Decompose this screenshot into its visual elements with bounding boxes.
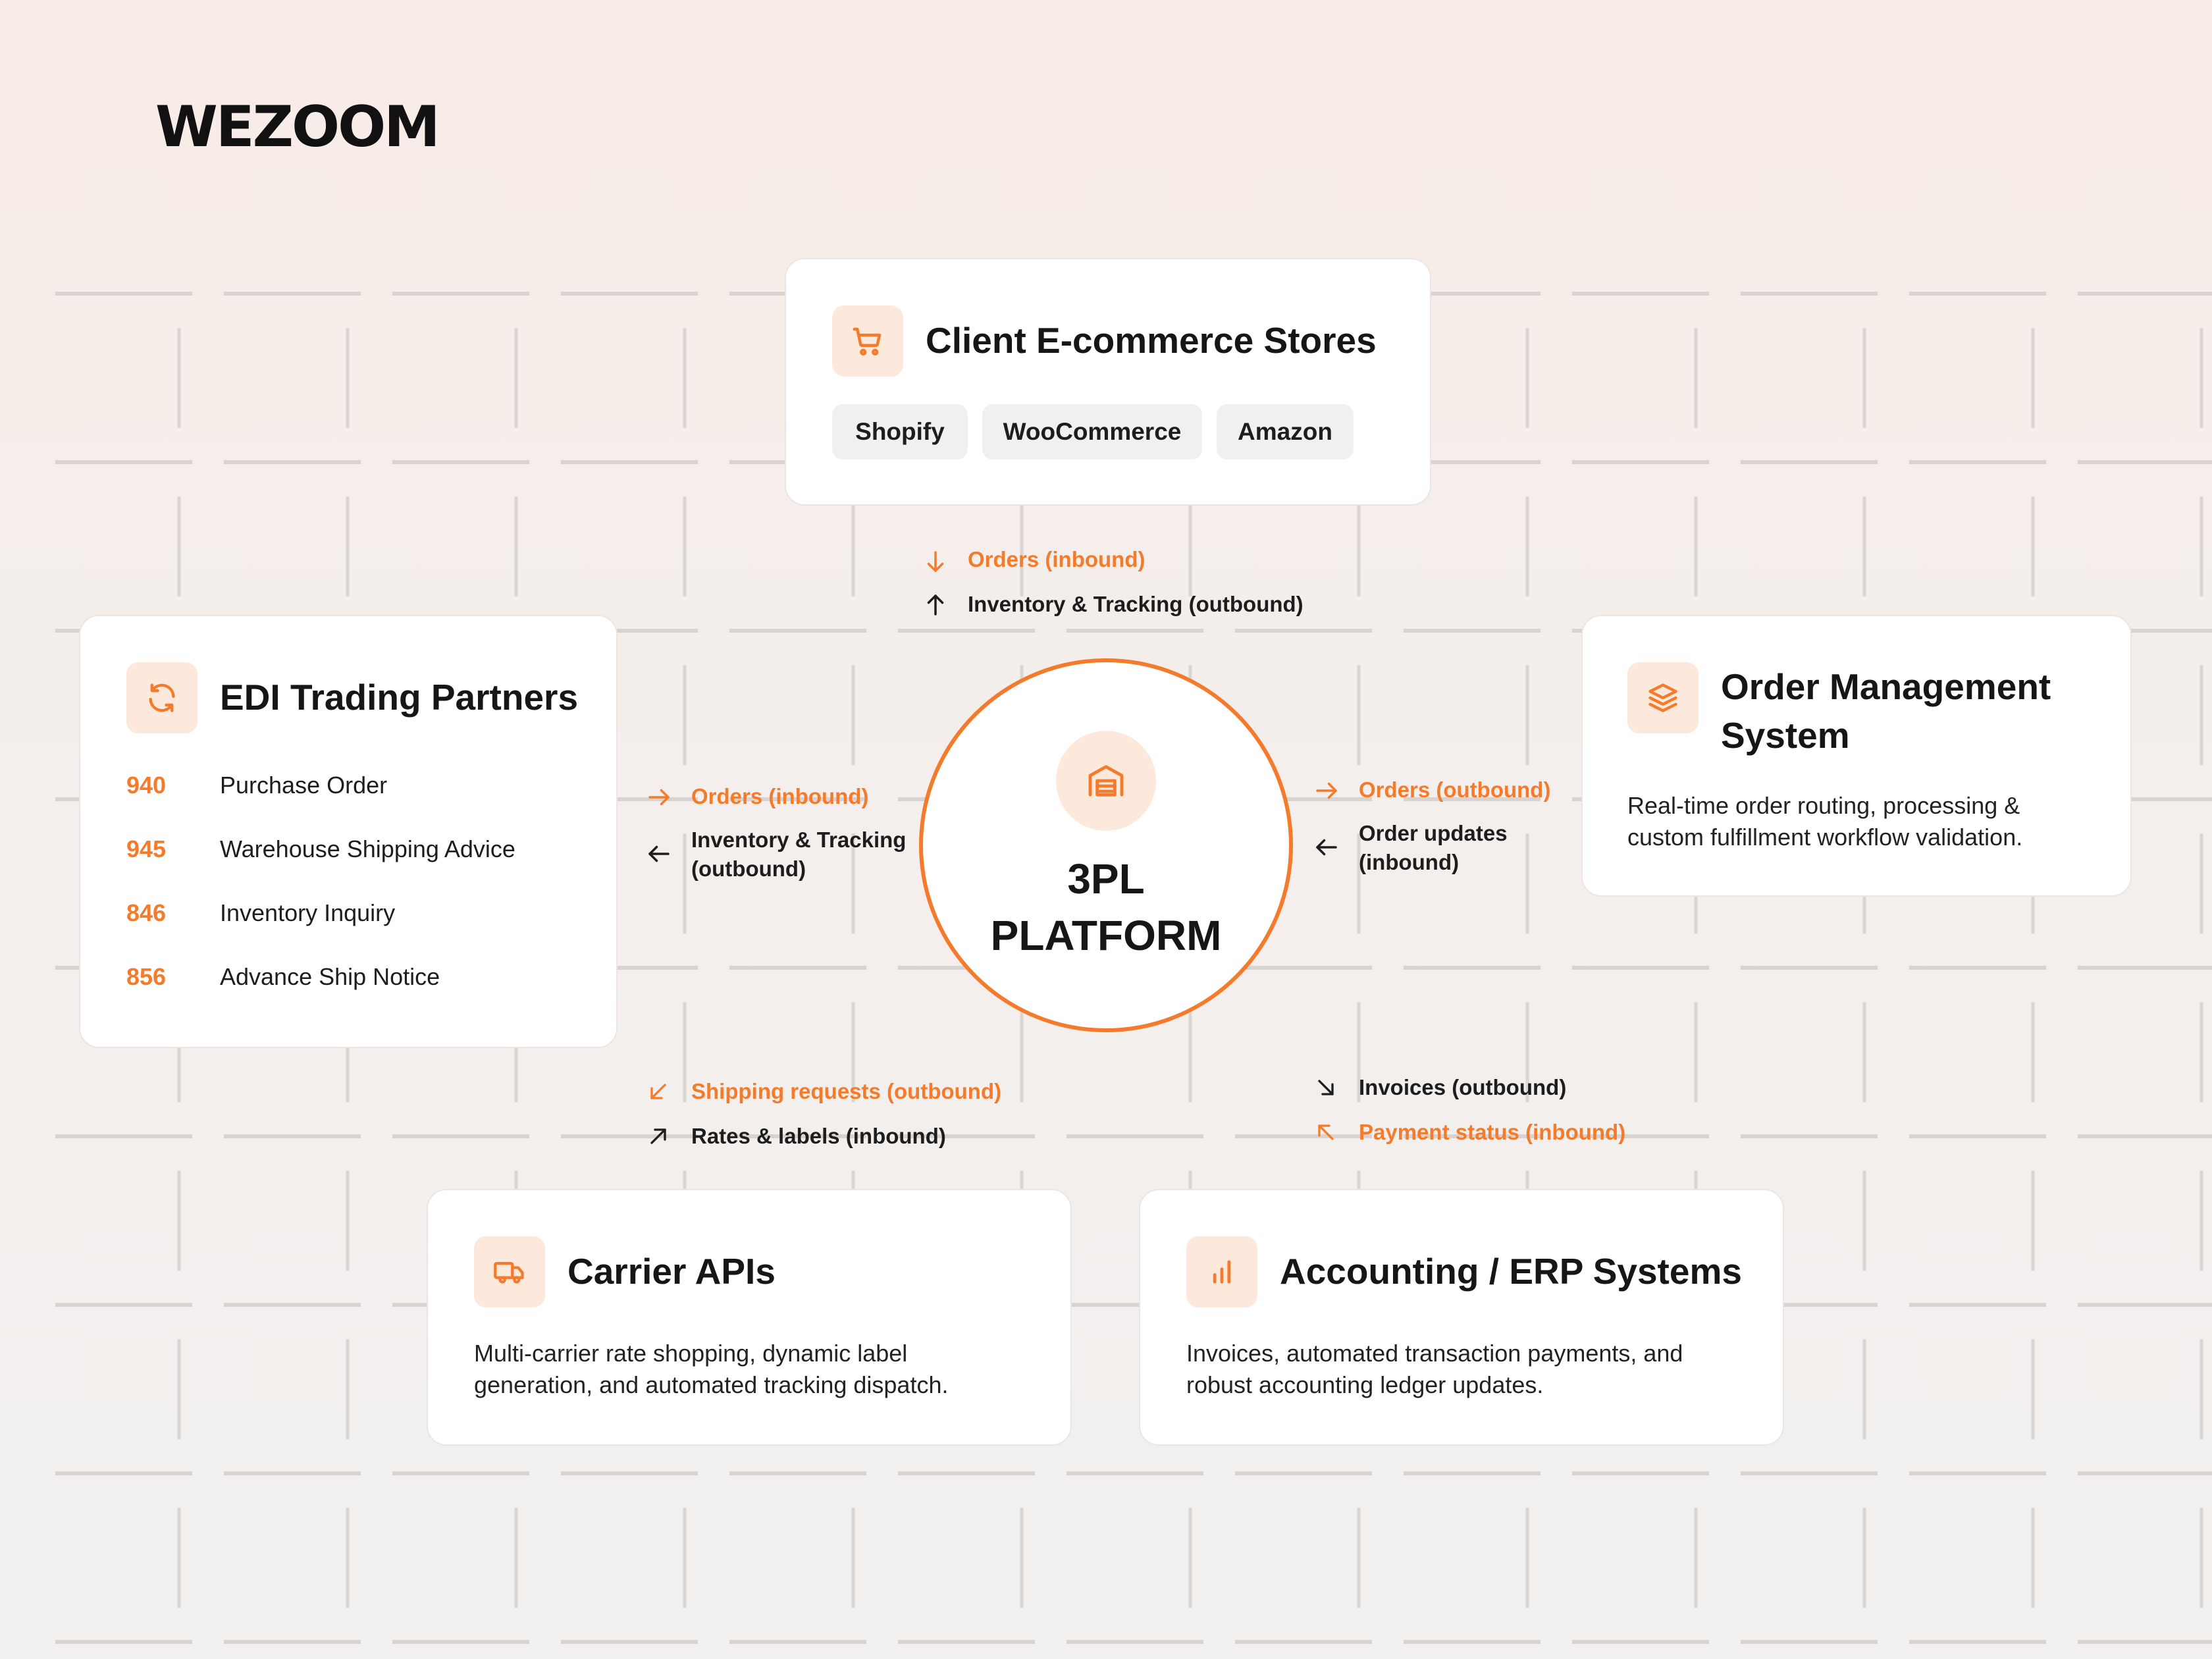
flow-invoices-outbound: Invoices (outbound) <box>1359 1075 1567 1099</box>
pill-shopify: Shopify <box>832 404 968 460</box>
arrow-left-icon <box>1316 839 1337 856</box>
flow-top-inventory-outbound: Inventory & Tracking (outbound) <box>968 592 1304 616</box>
arrow-right-icon <box>648 789 670 806</box>
card-ecommerce-stores: Client E-commerce Stores Shopify WooComm… <box>785 258 1431 506</box>
3pl-platform-hub: 3PL PLATFORM <box>919 658 1293 1032</box>
arrow-up-icon <box>927 594 944 616</box>
edi-label-purchase-order: Purchase Order <box>220 772 388 799</box>
card-title: Carrier APIs <box>567 1251 776 1292</box>
bar-chart-icon <box>1213 1260 1231 1284</box>
flow-top-orders-inbound: Orders (inbound) <box>968 547 1146 571</box>
truck-icon <box>494 1261 524 1284</box>
hub-title-line2: PLATFORM <box>990 912 1222 959</box>
pill-amazon: Amazon <box>1217 404 1354 460</box>
card-title: EDI Trading Partners <box>220 677 579 718</box>
flow-payment-status-inbound: Payment status (inbound) <box>1359 1120 1626 1144</box>
arrow-up-right-icon <box>650 1128 666 1144</box>
warehouse-icon-box <box>1056 731 1156 831</box>
flow-left-inventory-outbound-line1: Inventory & Tracking <box>691 828 907 852</box>
arrow-left-icon <box>648 845 670 862</box>
arrow-down-icon <box>927 551 944 572</box>
card-title: Accounting / ERP Systems <box>1280 1251 1742 1292</box>
flow-right-order-updates-line2: (inbound) <box>1359 850 1460 874</box>
arrow-down-right-icon <box>1318 1080 1334 1095</box>
card-title-line2: System <box>1721 715 1850 756</box>
card-description-line1: Real-time order routing, processing & <box>1627 792 2020 819</box>
card-description-line2: generation, and automated tracking dispa… <box>474 1371 949 1398</box>
layers-icon <box>1648 683 1677 712</box>
card-title: Client E-commerce Stores <box>926 320 1377 361</box>
card-description-line1: Invoices, automated transaction payments… <box>1186 1340 1683 1367</box>
card-carrier-apis: Carrier APIs Multi-carrier rate shopping… <box>427 1189 1072 1446</box>
wezoom-logo: WEZOOM <box>155 94 440 160</box>
edi-label-warehouse-shipping-advice: Warehouse Shipping Advice <box>220 835 515 862</box>
card-accounting-erp: Accounting / ERP Systems Invoices, autom… <box>1139 1189 1784 1446</box>
card-title-line1: Order Management <box>1721 666 2051 707</box>
edi-code-945: 945 <box>126 835 167 862</box>
truck-icon-box <box>474 1236 545 1307</box>
edi-code-940: 940 <box>126 772 167 799</box>
edi-code-846: 846 <box>126 899 167 926</box>
flow-left-inventory-outbound-line2: (outbound) <box>691 856 806 881</box>
arrow-down-left-icon <box>650 1084 666 1099</box>
bar-chart-icon-box <box>1186 1236 1257 1307</box>
flow-right-order-updates-line1: Order updates <box>1359 821 1508 845</box>
card-description-line2: robust accounting ledger updates. <box>1186 1371 1544 1398</box>
sync-icon-box <box>126 662 198 733</box>
warehouse-icon <box>1088 765 1124 797</box>
flow-left-orders-inbound: Orders (inbound) <box>691 784 869 808</box>
card-description-line1: Multi-carrier rate shopping, dynamic lab… <box>474 1340 908 1367</box>
layers-icon-box <box>1627 662 1698 733</box>
pill-woocommerce: WooCommerce <box>982 404 1202 460</box>
cart-icon-box <box>832 305 903 377</box>
arrow-up-left-icon <box>1318 1124 1334 1140</box>
edi-label-advance-ship-notice: Advance Ship Notice <box>220 963 440 990</box>
card-description-line2: custom fulfillment workflow validation. <box>1627 824 2023 851</box>
flow-shipping-requests-outbound: Shipping requests (outbound) <box>691 1079 1002 1103</box>
card-edi-partners: EDI Trading Partners 940 Purchase Order … <box>79 615 618 1048</box>
sync-icon <box>149 683 175 712</box>
arrow-right-icon <box>1316 782 1337 799</box>
cart-icon <box>853 327 882 356</box>
hub-title-line1: 3PL <box>1067 855 1145 903</box>
flow-right-orders-outbound: Orders (outbound) <box>1359 777 1551 802</box>
edi-code-856: 856 <box>126 963 167 990</box>
edi-label-inventory-inquiry: Inventory Inquiry <box>220 899 396 926</box>
flow-rates-labels-inbound: Rates & labels (inbound) <box>691 1124 946 1148</box>
card-order-management: Order Management System Real-time order … <box>1581 615 2132 897</box>
